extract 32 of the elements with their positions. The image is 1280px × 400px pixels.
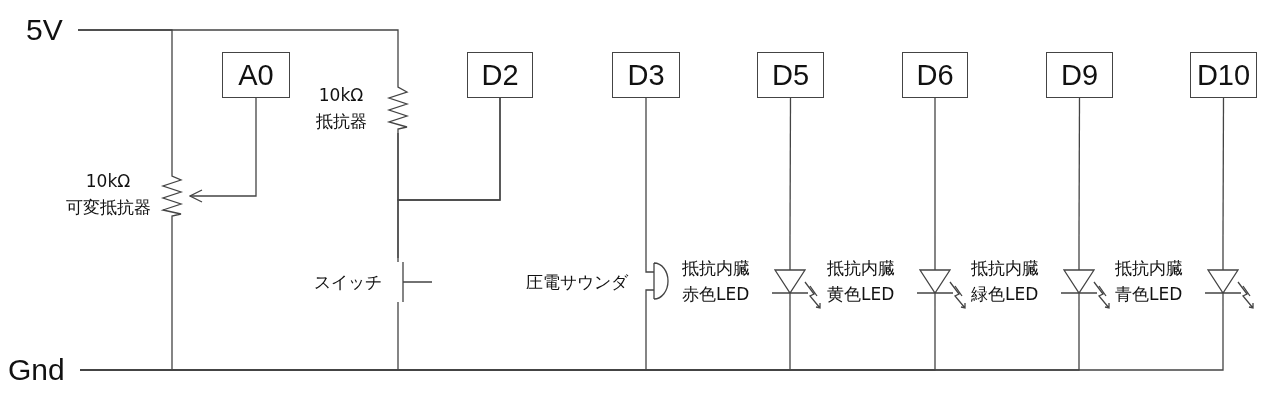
wire [397, 97, 501, 259]
component-label: スイッチ [314, 271, 382, 293]
component-label: 10kΩ [318, 84, 364, 106]
wire [645, 97, 647, 263]
component-label: 可変抵抗器 [65, 196, 151, 218]
component-label: 黄色LED [827, 283, 895, 305]
pin-box: D6 [902, 52, 968, 98]
component-label: 抵抗器 [315, 110, 367, 132]
component-label: 緑色LED [971, 283, 1039, 305]
component-label: 抵抗内臓 [1115, 257, 1183, 279]
component-label: 抵抗内臓 [827, 257, 895, 279]
wire [1078, 97, 1081, 237]
component-label: 抵抗内臓 [682, 257, 750, 279]
wire [1222, 97, 1225, 237]
pin-box: D3 [612, 52, 680, 98]
pin-box: A0 [222, 52, 290, 98]
component-label: 赤色LED [682, 283, 750, 305]
wiper-arrow [189, 97, 257, 203]
component-label: 青色LED [1115, 283, 1183, 305]
wire [77, 29, 399, 84]
wire [934, 97, 936, 237]
pin-box: D10 [1190, 52, 1257, 98]
wire [789, 97, 792, 237]
pin-box: D2 [467, 52, 533, 98]
component-label: 圧電サウンダ [526, 271, 628, 293]
rail-label: Gnd [8, 352, 65, 388]
rail-label: 5V [26, 12, 63, 48]
component-label: 抵抗内臓 [971, 257, 1039, 279]
component-label: 10kΩ [85, 170, 131, 192]
pin-box: D9 [1046, 52, 1113, 98]
pin-box: D5 [757, 52, 824, 98]
resistor-symbol [388, 83, 408, 133]
